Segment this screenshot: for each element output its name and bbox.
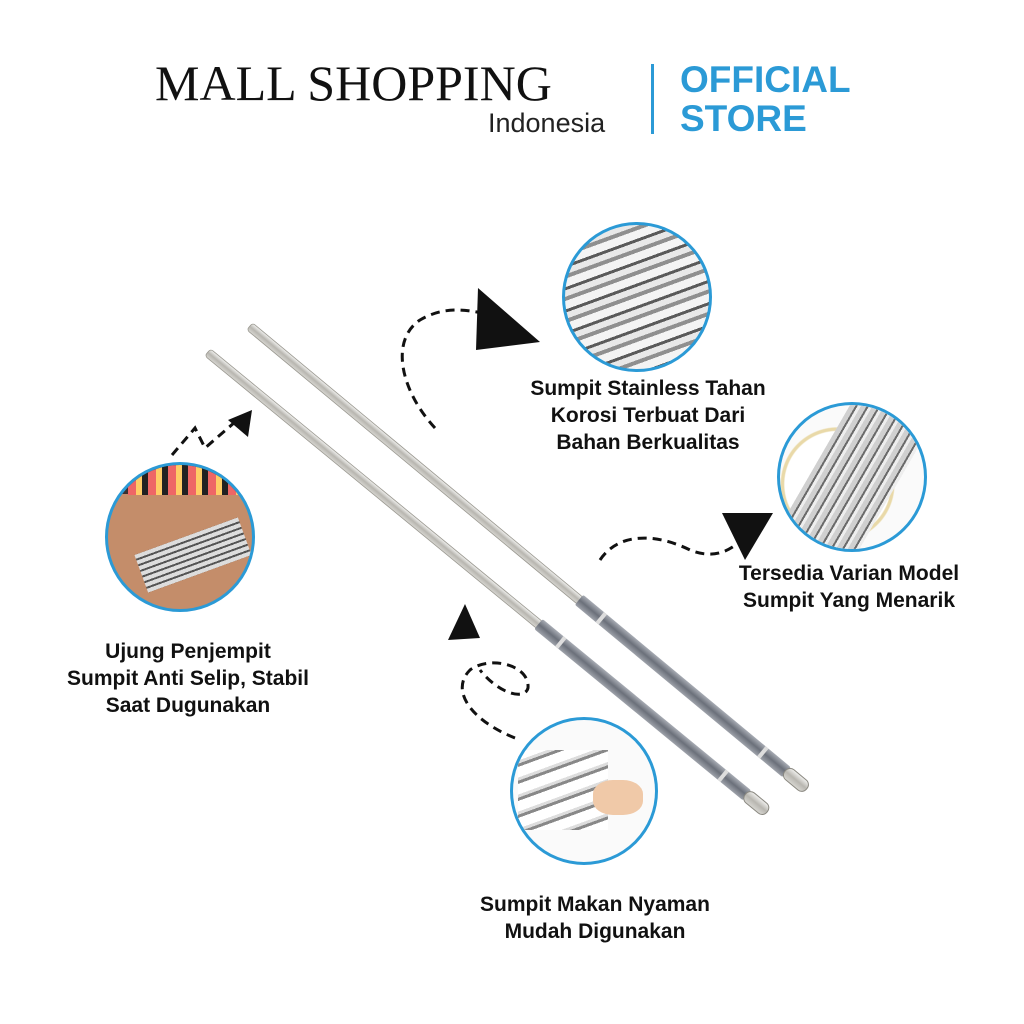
arrow-head-top-icon	[476, 288, 540, 350]
feature-caption-variants: Tersedia Varian Model Sumpit Yang Menari…	[739, 560, 959, 614]
caption-line: Sumpit Yang Menarik	[742, 589, 955, 612]
header-divider	[651, 64, 654, 134]
stainless-closeup-image	[562, 222, 712, 372]
official-line-1: OFFICIAL	[680, 59, 851, 100]
comfortable-use-image	[510, 717, 658, 865]
caption-line: Tersedia Varian Model	[738, 562, 960, 585]
caption-line: Ujung Penjempit	[105, 640, 271, 663]
brand-title: MALL SHOPPING	[155, 55, 552, 111]
arrow-head-right-icon	[722, 513, 773, 560]
caption-line: Sumpit Stainless Tahan	[530, 377, 766, 400]
arrow-head-left-icon	[228, 410, 252, 437]
feature-caption-comfortable: Sumpit Makan Nyaman Mudah Digunakan	[480, 891, 710, 945]
feature-caption-stainless: Sumpit Stainless Tahan Korosi Terbuat Da…	[530, 375, 765, 456]
dashed-arrow-bottom	[460, 661, 530, 740]
caption-line: Saat Dugunakan	[105, 694, 271, 717]
caption-line: Sumpit Makan Nyaman	[480, 893, 710, 916]
arrow-head-bottom-icon	[448, 604, 480, 640]
caption-line: Mudah Digunakan	[504, 920, 686, 943]
caption-line: Korosi Terbuat Dari	[550, 404, 746, 427]
caption-line: Bahan Berkualitas	[556, 431, 740, 454]
variant-model-image	[777, 402, 927, 552]
dashed-arrow-right	[598, 536, 743, 561]
chopstick-back	[247, 323, 809, 792]
official-line-2: STORE	[680, 98, 807, 139]
feature-caption-anti-slip: Ujung Penjempit Sumpit Anti Selip, Stabi…	[67, 638, 309, 719]
brand-subtitle: Indonesia	[488, 108, 606, 138]
chopstick-front	[205, 349, 770, 816]
anti-slip-tip-image	[105, 462, 255, 612]
caption-line: Sumpit Anti Selip, Stabil	[67, 667, 309, 690]
official-store-label: OFFICIAL STORE	[680, 60, 851, 138]
dashed-arrow-left	[170, 420, 236, 456]
dashed-arrow-top	[400, 308, 491, 430]
